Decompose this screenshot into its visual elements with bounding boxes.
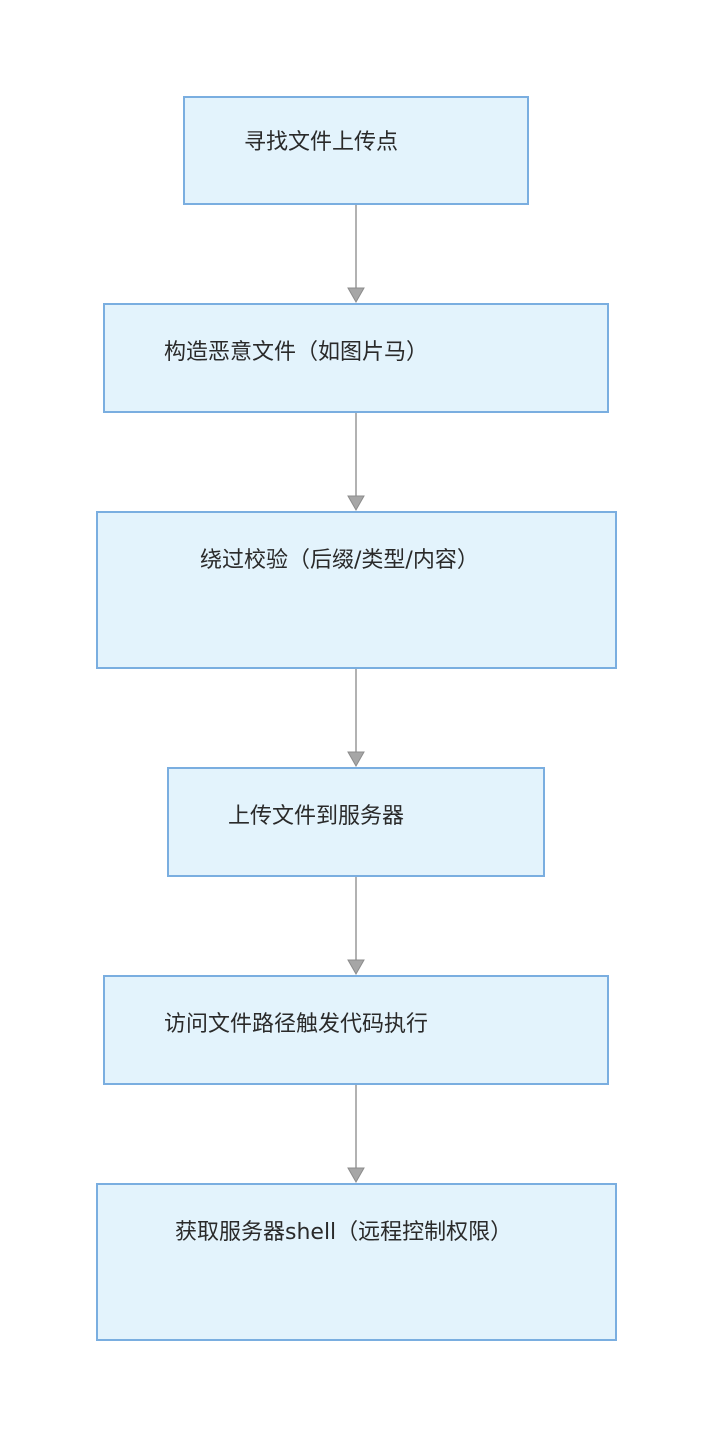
connector-3: [347, 668, 365, 768]
step-2-label: 构造恶意文件（如图片马）: [164, 340, 429, 365]
arrowhead-1: [347, 287, 365, 304]
step-6-label: 获取服务器shell（远程控制权限）: [175, 1220, 513, 1245]
arrowhead-2: [347, 495, 365, 512]
arrowhead-3: [347, 751, 365, 768]
arrowhead-5: [347, 1167, 365, 1184]
step-5-node: 访问文件路径触发代码执行: [103, 975, 609, 1085]
step-3-label: 绕过校验（后缀/类型/内容）: [200, 548, 479, 573]
step-4-node: 上传文件到服务器: [167, 767, 545, 877]
connector-4: [347, 876, 365, 976]
step-5-label: 访问文件路径触发代码执行: [164, 1012, 429, 1037]
step-2-node: 构造恶意文件（如图片马）: [103, 303, 609, 413]
step-6-node: 获取服务器shell（远程控制权限）: [96, 1183, 617, 1341]
connector-1: [347, 204, 365, 304]
step-3-node: 绕过校验（后缀/类型/内容）: [96, 511, 617, 669]
step-4-label: 上传文件到服务器: [228, 804, 405, 829]
connector-5: [347, 1084, 365, 1184]
step-1-label: 寻找文件上传点: [244, 130, 399, 155]
connector-2: [347, 412, 365, 512]
step-1-node: 寻找文件上传点: [183, 96, 529, 205]
arrowhead-4: [347, 959, 365, 976]
